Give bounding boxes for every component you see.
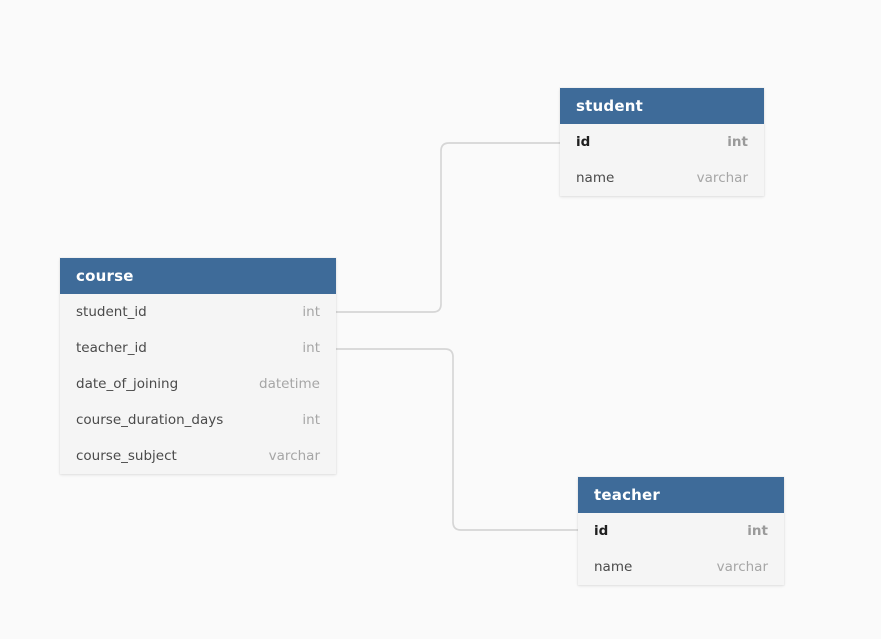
table-row-course-date-of-joining[interactable]: date_of_joining datetime xyxy=(60,366,336,402)
field-name: teacher_id xyxy=(76,340,147,356)
field-name: course_subject xyxy=(76,448,177,464)
table-teacher-title: teacher xyxy=(594,486,661,504)
table-row-student-name[interactable]: name varchar xyxy=(560,160,764,196)
table-row-student-id[interactable]: id int xyxy=(560,124,764,160)
table-teacher-header[interactable]: teacher xyxy=(578,477,784,513)
relationship-course-student xyxy=(336,142,560,313)
table-course[interactable]: course student_id int teacher_id int dat… xyxy=(60,258,336,474)
table-row-course-duration-days[interactable]: course_duration_days int xyxy=(60,402,336,438)
table-student-header[interactable]: student xyxy=(560,88,764,124)
field-name: date_of_joining xyxy=(76,376,179,392)
table-row-course-subject[interactable]: course_subject varchar xyxy=(60,438,336,474)
field-type: int xyxy=(727,134,748,150)
table-row-teacher-name[interactable]: name varchar xyxy=(578,549,784,585)
field-name: course_duration_days xyxy=(76,412,224,428)
field-type: int xyxy=(747,523,768,539)
relationship-course-teacher xyxy=(336,348,578,531)
field-name: student_id xyxy=(76,304,147,320)
table-course-title: course xyxy=(76,267,134,285)
field-type: int xyxy=(302,304,320,320)
field-name: id xyxy=(594,523,609,539)
field-type: varchar xyxy=(696,170,748,186)
table-row-course-teacher-id[interactable]: teacher_id int xyxy=(60,330,336,366)
field-type: varchar xyxy=(268,448,320,464)
field-type: datetime xyxy=(259,376,320,392)
field-name: name xyxy=(576,170,615,186)
table-course-header[interactable]: course xyxy=(60,258,336,294)
field-name: name xyxy=(594,559,633,575)
field-name: id xyxy=(576,134,591,150)
field-type: int xyxy=(302,340,320,356)
field-type: varchar xyxy=(716,559,768,575)
field-type: int xyxy=(302,412,320,428)
table-row-course-student-id[interactable]: student_id int xyxy=(60,294,336,330)
table-row-teacher-id[interactable]: id int xyxy=(578,513,784,549)
table-teacher[interactable]: teacher id int name varchar xyxy=(578,477,784,585)
table-student[interactable]: student id int name varchar xyxy=(560,88,764,196)
table-student-title: student xyxy=(576,97,643,115)
